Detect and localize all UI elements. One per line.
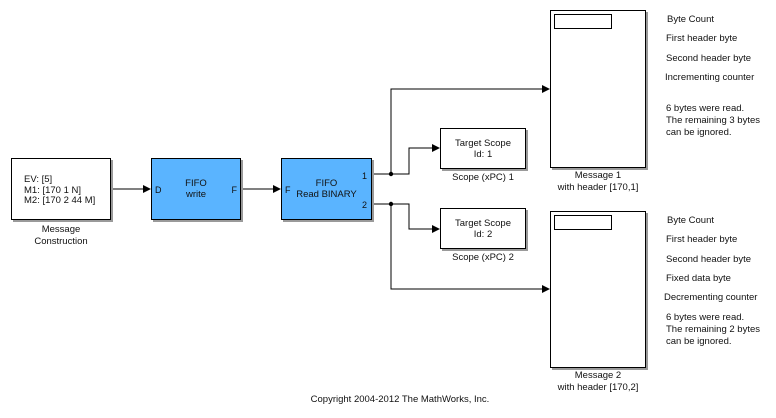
message-2-caption: Message 2 with header [170,2]: [557, 370, 639, 393]
wire-port2-to-message2: [390, 204, 550, 293]
target-scope-1-block[interactable]: Target Scope Id: 1: [440, 128, 526, 169]
message-2-value-slot: [554, 215, 612, 230]
fifo-write-block[interactable]: FIFO write D F: [151, 158, 241, 220]
message-1-display-block[interactable]: [550, 10, 646, 168]
construction-line-m1: M1: [170 1 N]: [24, 184, 82, 196]
fifo-write-title-2: write: [185, 189, 207, 200]
fifo-write-title-1: FIFO: [185, 178, 207, 189]
message-1-caption: Message 1 with header [170,1]: [557, 170, 639, 193]
fifo-write-in-port: D: [155, 185, 162, 195]
annotation-m2-byte-count: Byte Count: [667, 215, 714, 226]
wire-port1-to-message1: [372, 85, 550, 175]
message-construction-block[interactable]: EV: [5] M1: [170 1 N] M2: [170 2 44 M]: [11, 158, 111, 220]
scope2-caption: Scope (xPC) 2: [452, 252, 514, 263]
wire-port1-to-scope1: [391, 144, 440, 175]
scope2-title-1: Target Scope: [455, 217, 511, 229]
annotation-m2-counter: Decrementing counter: [664, 292, 758, 303]
construction-line-m2: M2: [170 2 44 M]: [24, 195, 96, 206]
message-construction-caption: Message Construction: [34, 224, 88, 247]
message-1-value-slot: [554, 14, 612, 29]
fifo-read-in-port: F: [285, 185, 291, 195]
annotation-m2-first-header: First header byte: [666, 234, 738, 245]
copyright-text: Copyright 2004-2012 The MathWorks, Inc.: [310, 394, 490, 405]
scope1-title-1: Target Scope: [455, 137, 511, 149]
fifo-read-title-2: Read BINARY: [296, 189, 357, 200]
wire-port2-to-scope2: [372, 203, 440, 233]
scope2-title-2: Id: 2: [473, 228, 493, 240]
fifo-read-block[interactable]: FIFO Read BINARY F 1 2: [281, 158, 372, 220]
fifo-read-out-port-2: 2: [361, 200, 367, 210]
annotation-m1-first-header: First header byte: [666, 33, 738, 44]
fifo-read-title-1: FIFO: [315, 178, 338, 189]
branch-point-2: [388, 201, 394, 207]
annotation-m2-second-header: Second header byte: [666, 254, 752, 265]
scope1-title-2: Id: 1: [473, 148, 493, 160]
annotation-m1-second-header: Second header byte: [666, 53, 752, 64]
target-scope-2-block[interactable]: Target Scope Id: 2: [440, 208, 526, 249]
fifo-read-out-port-1: 1: [361, 171, 367, 181]
annotation-m2-note: 6 bytes were read. The remaining 2 bytes…: [666, 312, 760, 347]
message-2-display-block[interactable]: [550, 211, 646, 368]
construction-line-ev: EV: [5]: [24, 174, 53, 185]
annotation-m2-fixed-byte: Fixed data byte: [666, 273, 731, 284]
scope1-caption: Scope (xPC) 1: [452, 172, 514, 183]
fifo-write-out-port: F: [231, 185, 238, 195]
branch-point-1: [388, 171, 394, 177]
annotation-m1-note: 6 bytes were read. The remaining 3 bytes…: [666, 103, 760, 138]
annotation-m1-counter: Incrementing counter: [665, 72, 755, 83]
annotation-m1-byte-count: Byte Count: [667, 14, 714, 25]
